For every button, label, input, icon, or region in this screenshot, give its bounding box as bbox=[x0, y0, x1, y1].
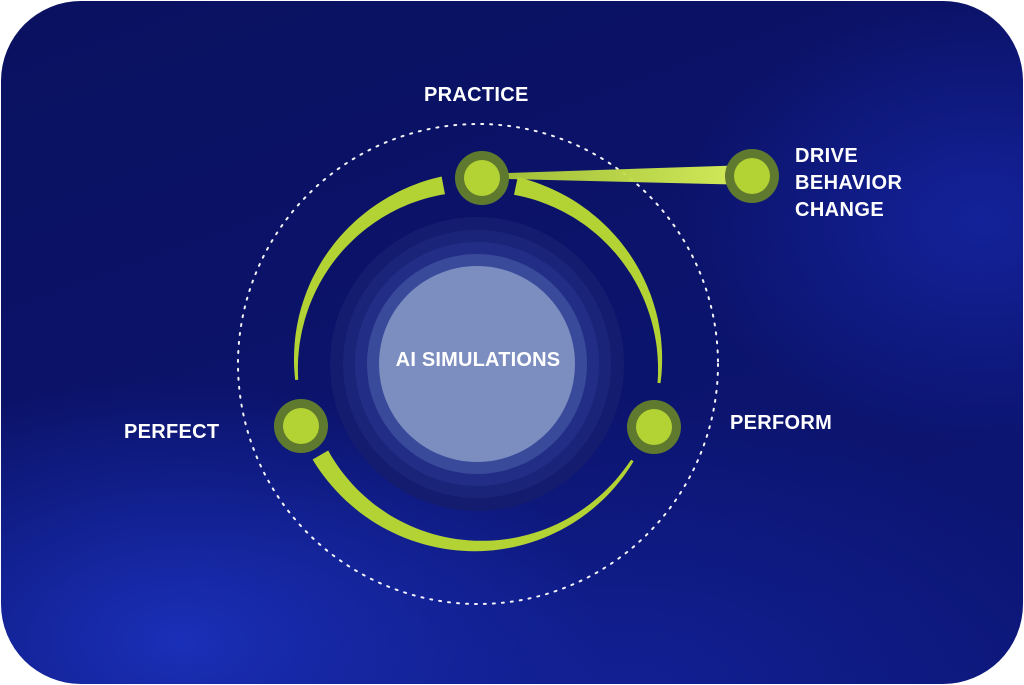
cycle-arcs bbox=[294, 176, 663, 552]
node-perfect bbox=[274, 399, 328, 453]
goal-label-line: CHANGE bbox=[795, 199, 885, 221]
stage-label-practice: PRACTICE bbox=[424, 84, 529, 106]
node-perform bbox=[627, 400, 681, 454]
goal-label: DRIVE BEHAVIOR CHANGE bbox=[795, 143, 902, 224]
arc-perform-to-perfect bbox=[312, 450, 634, 552]
node-practice bbox=[455, 151, 509, 205]
stage-label-perfect: PERFECT bbox=[124, 421, 220, 443]
goal-label-line: DRIVE bbox=[795, 145, 859, 167]
arc-perfect-to-practice bbox=[294, 176, 445, 380]
goal-beam bbox=[507, 165, 753, 185]
goal-label-line: BEHAVIOR bbox=[795, 172, 903, 194]
dotted-orbit bbox=[237, 123, 719, 605]
arc-practice-to-perform bbox=[514, 177, 663, 384]
node-goal bbox=[725, 149, 779, 203]
stage-label-perform: PERFORM bbox=[730, 412, 833, 434]
center-core bbox=[379, 266, 575, 462]
center-label: AI SIMULATIONS bbox=[395, 349, 561, 371]
